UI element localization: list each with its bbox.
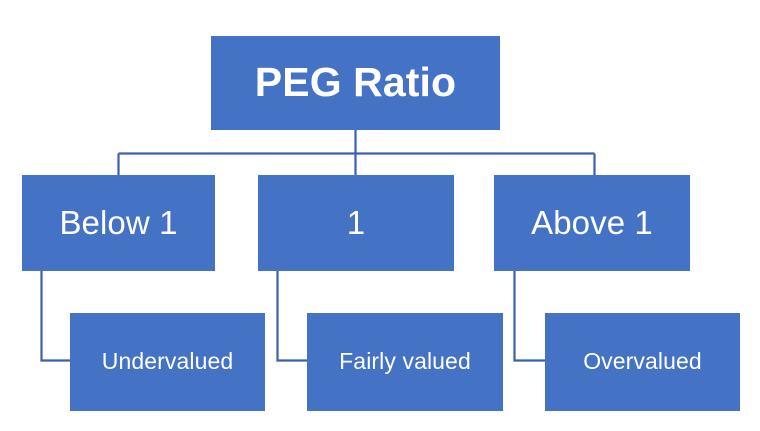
node-condition-above-1[interactable]: Above 1	[494, 175, 690, 271]
node-condition-equal-1[interactable]: 1	[258, 175, 454, 271]
node-root-peg-ratio[interactable]: PEG Ratio	[211, 36, 500, 130]
connector-elbow-undervalued	[40, 271, 70, 362]
node-outcome-undervalued[interactable]: Undervalued	[70, 313, 265, 411]
connector-elbow-fairly-valued	[276, 271, 307, 362]
node-condition-below-1[interactable]: Below 1	[22, 175, 215, 271]
node-outcome-overvalued[interactable]: Overvalued	[545, 313, 740, 411]
node-outcome-fairly-valued[interactable]: Fairly valued	[307, 313, 503, 411]
connector-elbow-overvalued	[513, 271, 545, 362]
